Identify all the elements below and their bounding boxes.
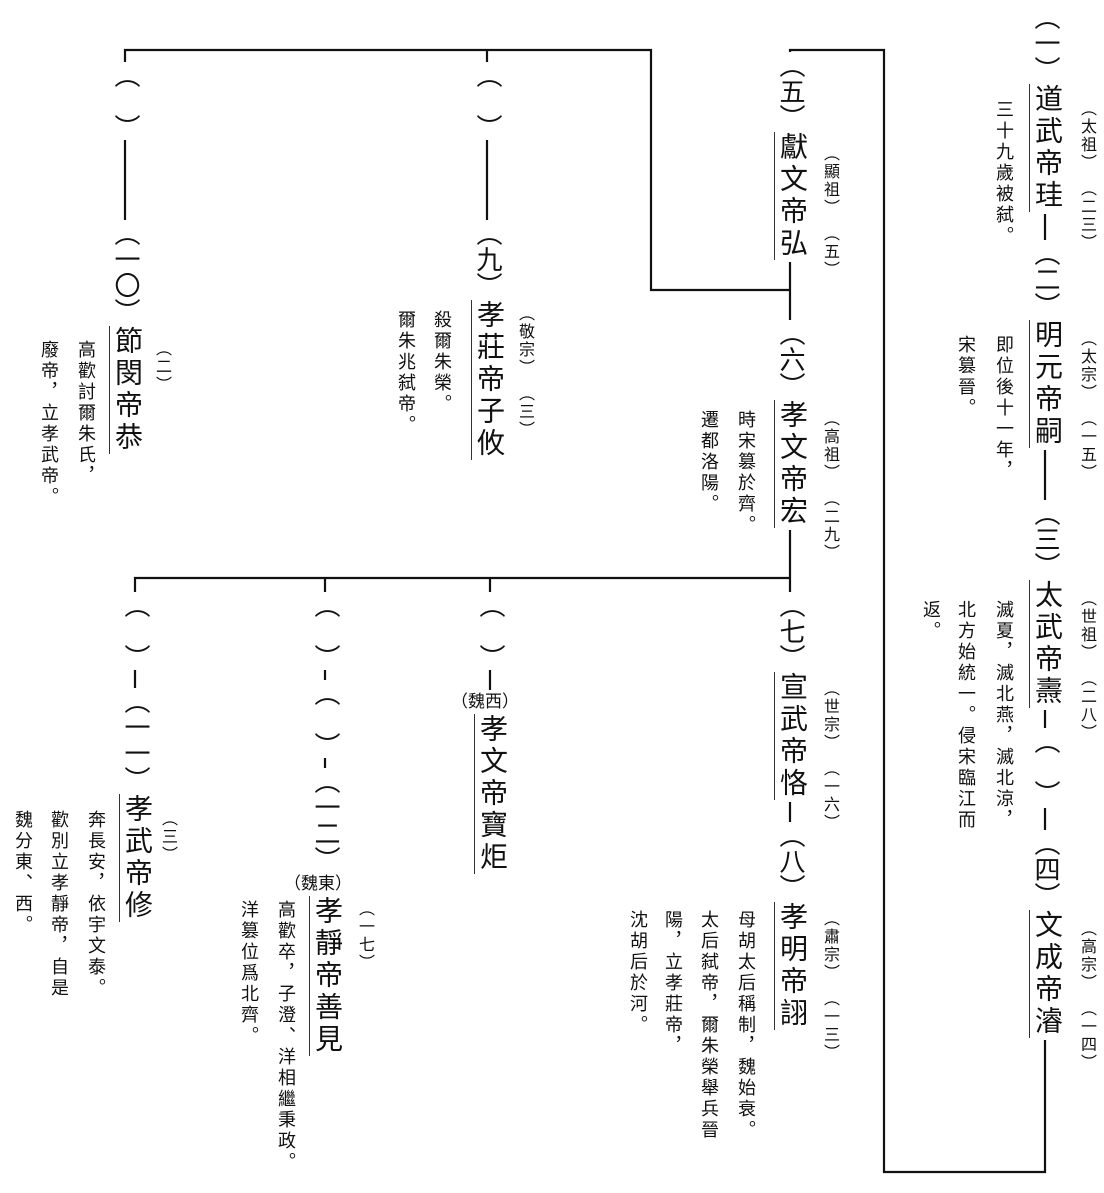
temple-name: （肅宗） [821, 910, 840, 982]
temple-name: （顯祖） [821, 145, 840, 217]
temple-name: （世祖） [1078, 590, 1097, 662]
note: 三十九歲被弑。 [993, 100, 1014, 247]
emperor-title: 孝武帝修 [119, 794, 154, 922]
note: 高歡卒，子澄、洋相繼秉政。 [275, 900, 296, 1173]
ordinal: （一） [1030, 4, 1060, 82]
note: 高歡討爾朱氏， [75, 340, 96, 487]
ordinal: （二） [1030, 240, 1060, 318]
branch-upper [123, 48, 790, 292]
reign-years: （一六） [821, 760, 840, 832]
emperor-title: 孝靜帝善見 [309, 896, 344, 1056]
reign-years: （三） [516, 385, 535, 439]
unnamed-ancestor: （ ） [472, 62, 502, 140]
note: 返。 [920, 600, 941, 642]
temple-name: （敬宗） [516, 305, 535, 377]
unnamed-ancestor: （ ） [310, 592, 340, 670]
emperor-title: 文成帝濬 [1029, 910, 1064, 1038]
note: 北方始統一。侵宋臨江而 [955, 600, 976, 831]
note: 爾朱兆弑帝。 [395, 310, 416, 436]
emperor-title: 孝明帝詡 [774, 902, 809, 1030]
ordinal: （三） [1030, 500, 1060, 578]
temple-name: （高祖） [821, 410, 840, 482]
reign-years: （一七） [356, 900, 375, 972]
note: 魏分東、西。 [12, 810, 33, 936]
reign-years: （二） [153, 340, 172, 394]
unnamed-ancestor: （ ） [310, 680, 340, 758]
ordinal: （八） [775, 822, 805, 900]
note: 陽，立孝莊帝， [662, 910, 683, 1057]
unnamed-ancestor: （ ） [475, 592, 505, 670]
emperor-title: 道武帝珪 [1029, 84, 1064, 212]
reign-years: （一五） [1078, 410, 1097, 482]
note: 奔長安，依宇文泰。 [85, 810, 106, 999]
note: 沈胡后於河。 [627, 910, 648, 1036]
emperor-title: 宣武帝恪 [774, 672, 809, 800]
emperor-title: 孝文帝寶炬 [474, 714, 509, 874]
note: 洋篡位爲北齊。 [238, 900, 259, 1047]
reign-years: （五） [821, 225, 840, 279]
dynasty-label: （魏西） [451, 692, 519, 712]
reign-years: （二三） [1078, 180, 1097, 252]
note: 滅夏，滅北燕，滅北涼， [993, 600, 1014, 831]
reign-years: （一三） [821, 990, 840, 1062]
emperor-title: 孝文帝宏 [774, 400, 809, 528]
note: 歡別立孝靜帝，自是 [48, 810, 69, 999]
temple-name: （高宗） [1078, 920, 1097, 992]
temple-name: （世宗） [821, 680, 840, 752]
dynasty-label: （魏東） [284, 874, 352, 894]
ordinal: （一二） [310, 768, 340, 872]
temple-name: （太宗） [1078, 330, 1097, 402]
branch-lower [133, 576, 790, 768]
note: 時宋篡於齊。 [735, 410, 756, 536]
emperor-title: 節閔帝恭 [109, 326, 144, 454]
ordinal: （九） [472, 220, 502, 298]
ordinal: （一〇） [110, 220, 140, 324]
note: 廢帝，立孝武帝。 [38, 340, 59, 508]
unnamed-ancestor: （ ） [1030, 728, 1060, 806]
temple-name: （太祖） [1078, 100, 1097, 172]
reign-years: （二八） [1078, 670, 1097, 742]
emperor-title: 孝莊帝子攸 [471, 300, 506, 460]
main-line [788, 48, 1047, 1174]
ordinal: （一一） [120, 688, 150, 792]
note: 宋篡晉。 [955, 335, 976, 419]
ordinal: （五） [775, 52, 805, 130]
unnamed-ancestor: （ ） [120, 592, 150, 670]
unnamed-ancestor: （ ） [110, 62, 140, 140]
emperor-title: 太武帝燾 [1029, 580, 1064, 708]
ordinal: （六） [775, 320, 805, 398]
emperor-title: 明元帝嗣 [1029, 320, 1064, 448]
ordinal: （四） [1030, 830, 1060, 908]
reign-years: （一四） [1078, 1000, 1097, 1072]
emperor-title: 獻文帝弘 [774, 132, 809, 260]
note: 即位後十一年， [993, 335, 1014, 482]
reign-years: （三） [159, 810, 178, 864]
reign-years: （二九） [821, 490, 840, 562]
note: 太后弑帝，爾朱榮舉兵晉 [698, 910, 719, 1141]
note: 遷都洛陽。 [698, 410, 719, 515]
ordinal: （七） [775, 592, 805, 670]
note: 殺爾朱榮。 [431, 310, 452, 415]
note: 母胡太后稱制，魏始衰。 [735, 910, 756, 1141]
